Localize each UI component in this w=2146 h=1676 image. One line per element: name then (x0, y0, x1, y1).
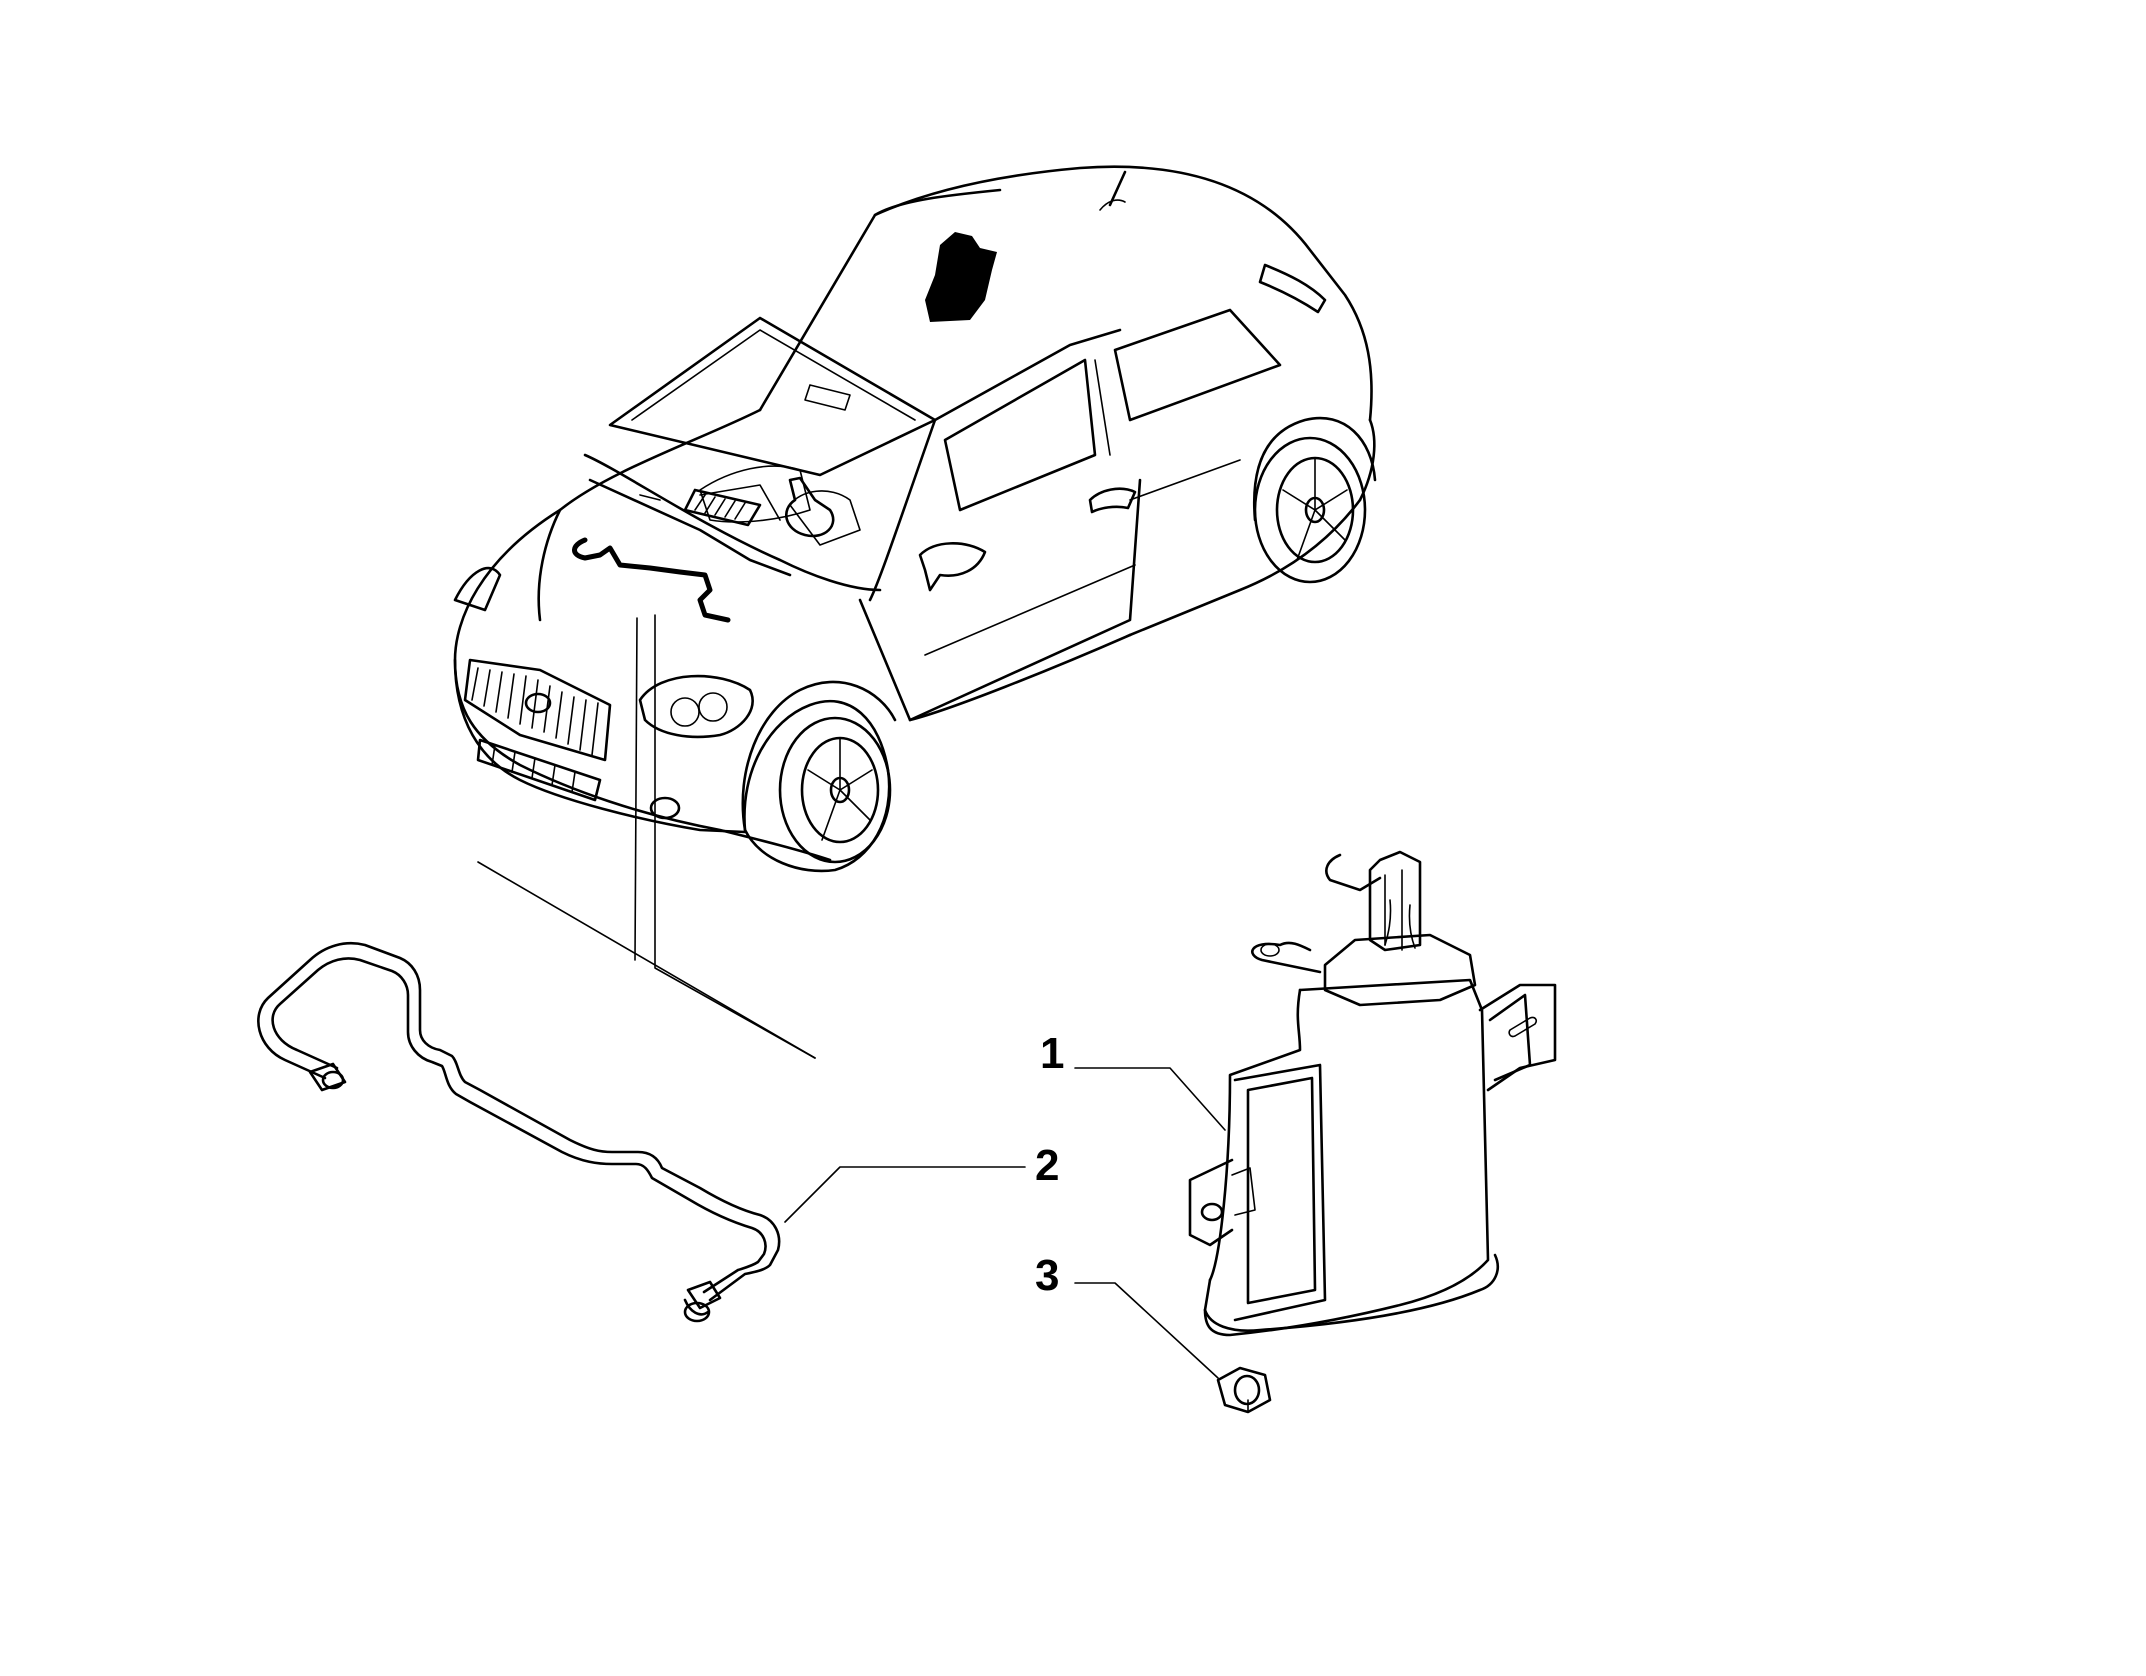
callout-number: 2 (1035, 1141, 1059, 1190)
reference-lines (477, 614, 816, 1059)
callout-3: 3 (1035, 1251, 1219, 1379)
fuel-vapor-pipe (257, 941, 781, 1323)
callout-1: 1 (1040, 1029, 1226, 1131)
callout-2: 2 (784, 1141, 1059, 1223)
car-illustration (453, 165, 1377, 873)
carbon-canister (1188, 850, 1557, 1337)
hex-nut (1216, 1366, 1272, 1414)
callout-number: 3 (1035, 1251, 1059, 1300)
callout-number: 1 (1040, 1029, 1064, 1078)
